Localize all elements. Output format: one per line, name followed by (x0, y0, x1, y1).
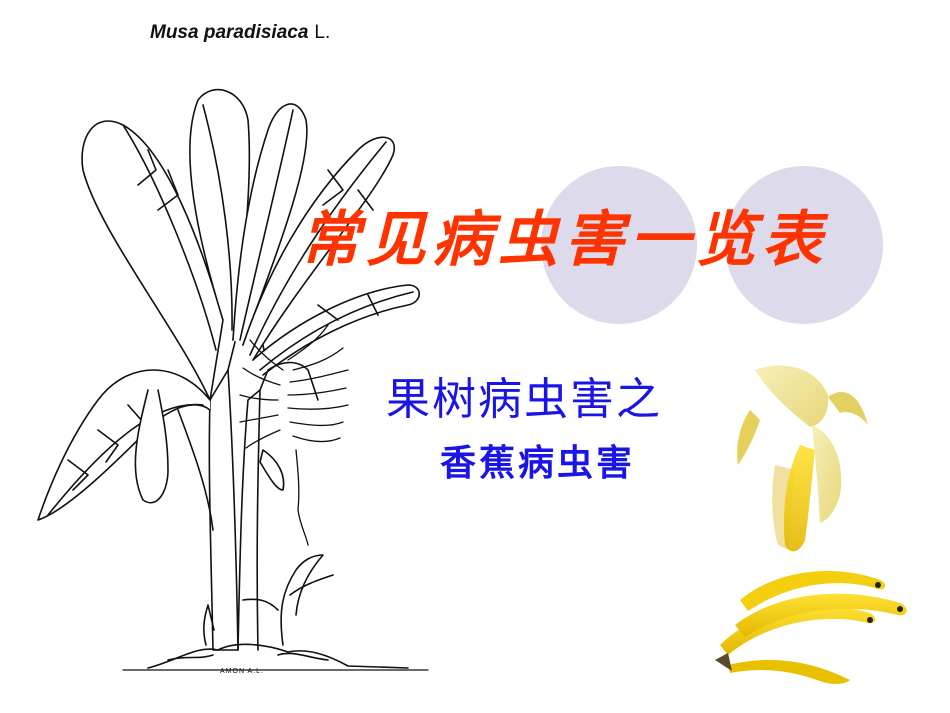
subtitle-line-1: 果树病虫害之 (386, 374, 662, 425)
banana-plant-illustration (37, 88, 429, 671)
decorative-circle-right (725, 166, 883, 324)
main-title: 常见病虫害一览表 (300, 205, 828, 275)
decorative-circle-left (541, 166, 697, 324)
subtitle-line-2: 香蕉病虫害 (440, 443, 636, 484)
species-author: L. (314, 22, 331, 43)
banana-photo (715, 365, 907, 684)
artist-signature: AMON A.L. (220, 668, 265, 675)
species-binomial: Musa paradisiaca (150, 22, 309, 43)
